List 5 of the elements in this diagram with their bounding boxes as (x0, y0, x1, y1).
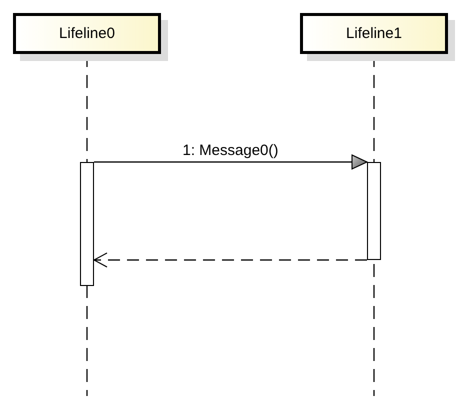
return-arrow (94, 252, 367, 268)
message-label: 1: Message0() (182, 143, 278, 159)
activation-bar (367, 162, 381, 260)
activation-bar (80, 162, 94, 286)
message-arrow (94, 154, 368, 170)
